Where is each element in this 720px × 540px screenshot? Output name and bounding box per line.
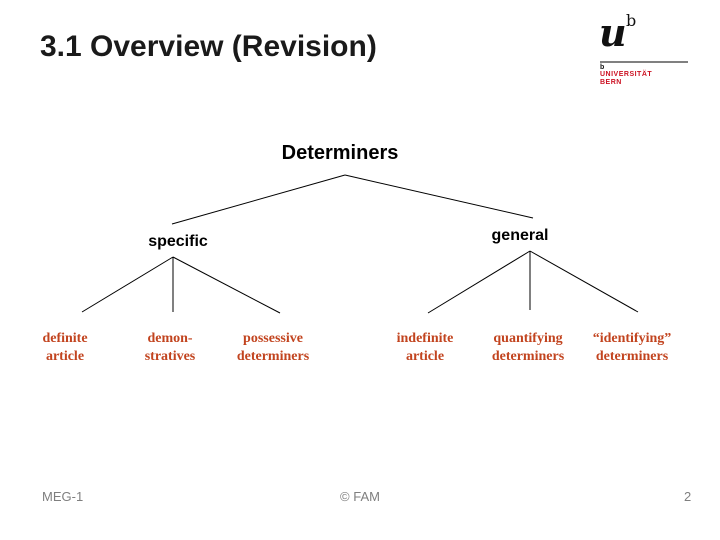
- footer-copyright: © FAM: [340, 489, 380, 504]
- leaf-line: article: [405, 349, 445, 364]
- logo-small-mark: b: [600, 64, 605, 71]
- leaf-line: stratives: [144, 349, 196, 364]
- leaf-line: quantifying: [493, 331, 563, 346]
- footer-course-code: MEG-1: [42, 489, 84, 504]
- leaf-line: indefinite: [396, 331, 454, 346]
- leaf-line: “identifying”: [592, 331, 672, 346]
- tree-node-general: general: [491, 227, 549, 244]
- tree-root-determiners: Determiners: [281, 142, 399, 164]
- branch-root-to-general: [344, 174, 534, 219]
- page-title: 3.1 Overview (Revision): [40, 30, 377, 63]
- tree-node-specific: specific: [148, 233, 208, 250]
- branch-general-to-indefinite-article: [427, 250, 531, 314]
- logo-divider-line: [600, 61, 688, 63]
- tree-leaf-possessive-determiners: possessive determiners: [213, 330, 333, 366]
- logo-institution-name: UNIVERSITÄT: [600, 71, 653, 78]
- leaf-line: demon-: [147, 331, 193, 346]
- branch-root-to-specific: [171, 174, 346, 225]
- leaf-line: determiners: [236, 349, 310, 364]
- branch-general-to-identifying-determiners: [529, 250, 639, 313]
- branch-specific-to-possessive-determiners: [172, 256, 281, 314]
- tree-leaf-demonstratives: demon- stratives: [110, 330, 230, 366]
- leaf-line: determiners: [595, 349, 669, 364]
- tree-leaf-indefinite-article: indefinite article: [365, 330, 485, 366]
- branch-specific-to-definite-article: [81, 256, 174, 313]
- logo-wordmark: u: [599, 10, 627, 55]
- leaf-line: article: [45, 349, 85, 364]
- leaf-line: definite: [42, 331, 88, 346]
- leaf-line: determiners: [491, 349, 565, 364]
- tree-leaf-definite-article: definite article: [5, 330, 125, 366]
- tree-leaf-quantifying-determiners: quantifying determiners: [468, 330, 588, 366]
- logo-institution-city: BERN: [600, 79, 622, 86]
- leaf-line: possessive: [243, 331, 303, 346]
- footer-page-number: 2: [684, 489, 692, 504]
- logo-superscript: b: [626, 11, 637, 30]
- tree-leaf-identifying-determiners: “identifying” determiners: [572, 330, 692, 366]
